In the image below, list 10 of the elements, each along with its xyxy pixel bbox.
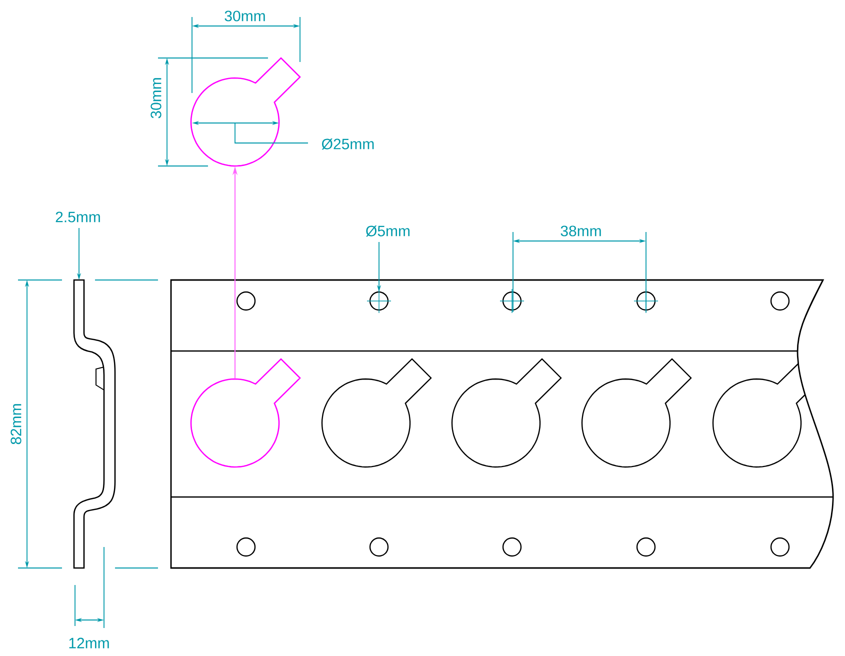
dimension-label: Ø25mm [320, 137, 376, 151]
keyhole-shape [190, 358, 301, 468]
dimension-label: 30mm [150, 76, 162, 120]
dimension-label: 30mm [223, 10, 267, 22]
keyhole-shape [190, 57, 301, 167]
dimension-label: 12mm [67, 636, 111, 650]
dimension-label: 2.5mm [54, 210, 102, 224]
dimension-label: 82mm [10, 402, 22, 446]
dimension-label: Ø5mm [364, 224, 412, 238]
dimension-label: 38mm [559, 224, 603, 238]
